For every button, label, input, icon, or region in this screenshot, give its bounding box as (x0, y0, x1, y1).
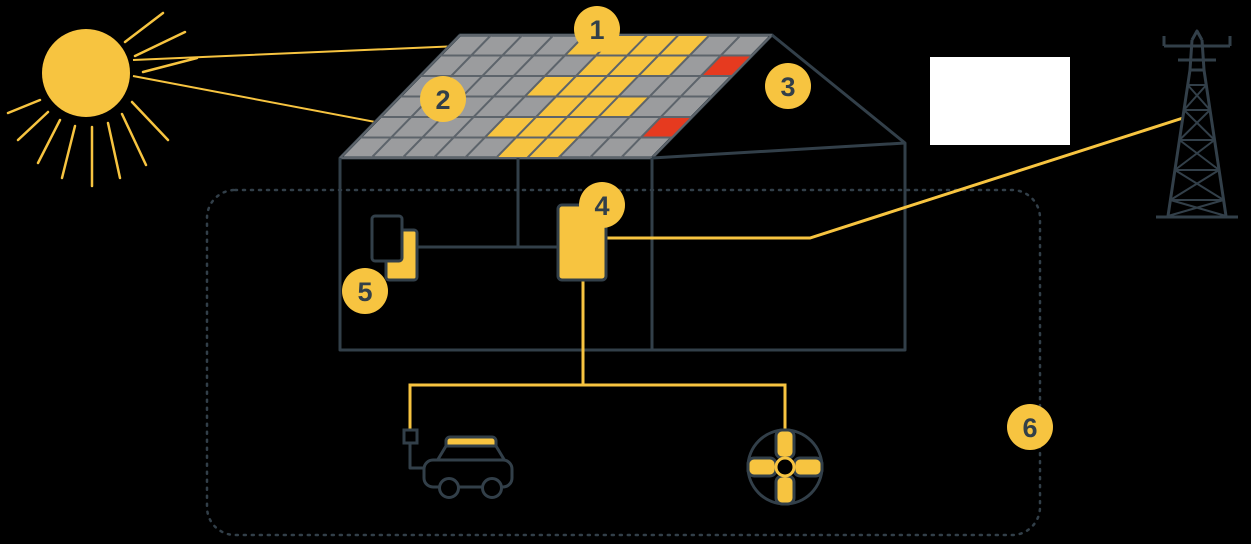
fan-blade-top (774, 428, 796, 460)
fan-blade-bottom (774, 474, 796, 506)
callout-1: 1 (574, 6, 620, 52)
callout-1-circle (574, 6, 620, 52)
callout-3: 3 (765, 63, 811, 109)
meter-display (370, 214, 404, 263)
inverter-to-loads-line (408, 280, 787, 431)
fan-hub (774, 456, 796, 478)
callout-3-label: 3 (780, 72, 795, 102)
home-zone-dotted-border (205, 188, 1042, 537)
callout-6-label: 6 (1022, 413, 1037, 443)
callout-1-label: 1 (589, 15, 604, 45)
pylon-legs (1156, 29, 1238, 219)
fan-blade-right (792, 456, 824, 478)
callout-4-circle (579, 182, 625, 228)
sun-rays (6, 11, 199, 188)
ventilation-fan-icon (746, 428, 824, 506)
solar-panel-array-icon (338, 33, 774, 160)
car-wheel-right (481, 477, 503, 499)
callout-6-circle (1007, 404, 1053, 450)
meter-icon (370, 214, 419, 282)
pylon-lattice (1167, 84, 1227, 217)
label-box (930, 57, 1070, 145)
energy-flow-lines (408, 116, 1184, 431)
callout-2: 2 (420, 76, 466, 122)
fan-blade-left (746, 456, 778, 478)
callout-4: 4 (579, 182, 625, 228)
sun-core (42, 29, 130, 117)
callout-2-circle (420, 76, 466, 122)
callout-5-label: 5 (357, 277, 372, 307)
car-wheel-left (438, 477, 460, 499)
charging-cable (408, 443, 424, 470)
callout-6: 6 (1007, 404, 1053, 450)
ev-car-icon (402, 428, 514, 499)
house-outline (338, 33, 907, 352)
charging-station-icon (402, 428, 419, 445)
power-pylon-icon (1156, 29, 1238, 219)
inverter-to-grid-line (606, 116, 1184, 240)
callout-5-circle (342, 268, 388, 314)
power-lines-dark (417, 158, 558, 249)
callout-4-label: 4 (594, 191, 609, 221)
callout-2-label: 2 (435, 85, 450, 115)
callout-3-circle (765, 63, 811, 109)
callout-5: 5 (342, 268, 388, 314)
house-icon (338, 33, 907, 352)
